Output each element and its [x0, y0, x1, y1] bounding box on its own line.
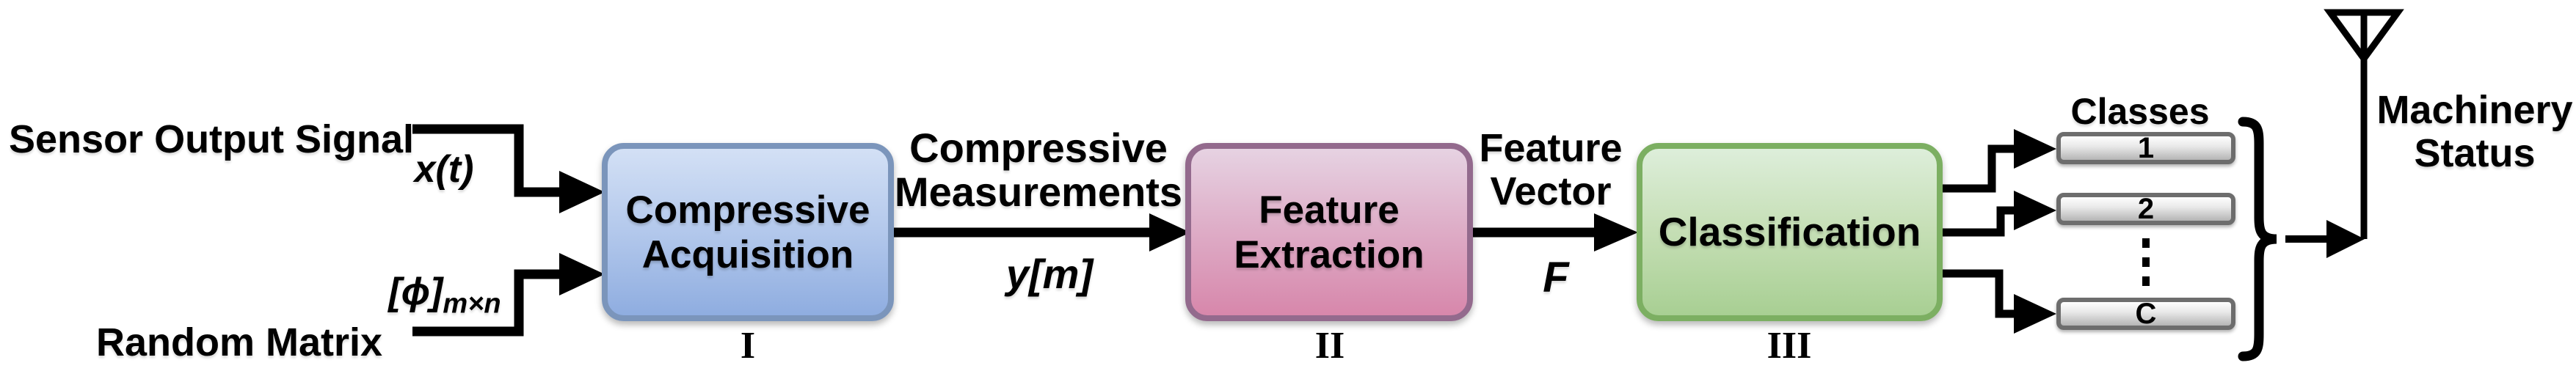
matrix-math-base: [ϕ] [388, 271, 443, 313]
measurements-line1: Compressive [909, 125, 1168, 171]
matrix-math-label: [ϕ]m×n [388, 271, 501, 317]
feature-vector-line1: Feature [1479, 126, 1623, 170]
classC-arrowhead [2014, 294, 2056, 334]
matrix-math-subscript: m×n [443, 288, 501, 320]
random-matrix-label: Random Matrix [95, 320, 383, 364]
class-box-C-label: C [2135, 298, 2157, 330]
machinery-status-line1: Machinery [2376, 88, 2573, 132]
stage-acquisition-line1: Compressive [625, 188, 870, 232]
machinery-status-line2: Status [2414, 131, 2536, 175]
sensor-input-arrowhead [559, 171, 605, 213]
class-box-C: C [2056, 298, 2235, 330]
class2-line [1943, 206, 2017, 237]
classC-line [1943, 269, 2017, 318]
classes-title: Classes [2070, 91, 2210, 132]
stage-numeral-II: II [1314, 325, 1345, 367]
matrix-input-arrowhead [559, 253, 605, 295]
stage-compressive-acquisition: Compressive Acquisition [602, 143, 894, 321]
stage-extraction-line1: Feature [1259, 188, 1400, 232]
class-box-2-label: 2 [2137, 193, 2155, 225]
feature-vector-line2: Vector [1490, 169, 1612, 213]
feature-vector-label: Feature Vector [1479, 127, 1622, 213]
class-box-1-label: 1 [2137, 132, 2155, 164]
status-arrowhead [2326, 220, 2365, 258]
feature-math-label: F [1543, 254, 1569, 301]
measurements-arrowhead [1149, 213, 1190, 251]
stage-numeral-I: I [740, 325, 756, 367]
stage-feature-extraction: Feature Extraction [1185, 143, 1473, 321]
compressive-measurements-label: Compressive Measurements [895, 126, 1182, 214]
machinery-status-label: Machinery Status [2376, 89, 2572, 175]
stage-acquisition-line2: Acquisition [641, 232, 854, 276]
measurements-line2: Measurements [894, 169, 1183, 215]
sensor-output-signal-label: Sensor Output Signal [9, 117, 415, 161]
class-box-1: 1 [2056, 132, 2235, 164]
stage-extraction-line2: Extraction [1234, 232, 1425, 276]
class-box-2: 2 [2056, 193, 2235, 225]
sensor-math-label: x(t) [414, 148, 474, 191]
feature-arrowhead [1594, 213, 1638, 251]
measurements-math-label: y[m] [1005, 251, 1094, 297]
class1-line [1943, 144, 2017, 193]
matrix-input-line [412, 269, 561, 337]
class2-arrowhead [2014, 191, 2056, 230]
stage-numeral-III: III [1767, 325, 1812, 367]
sensor-input-line [412, 124, 561, 197]
right-curly-brace-icon [2238, 117, 2277, 361]
class1-arrowhead [2014, 129, 2056, 169]
stage-classification-line1: Classification [1658, 209, 1921, 254]
stage-classification: Classification [1637, 143, 1943, 321]
